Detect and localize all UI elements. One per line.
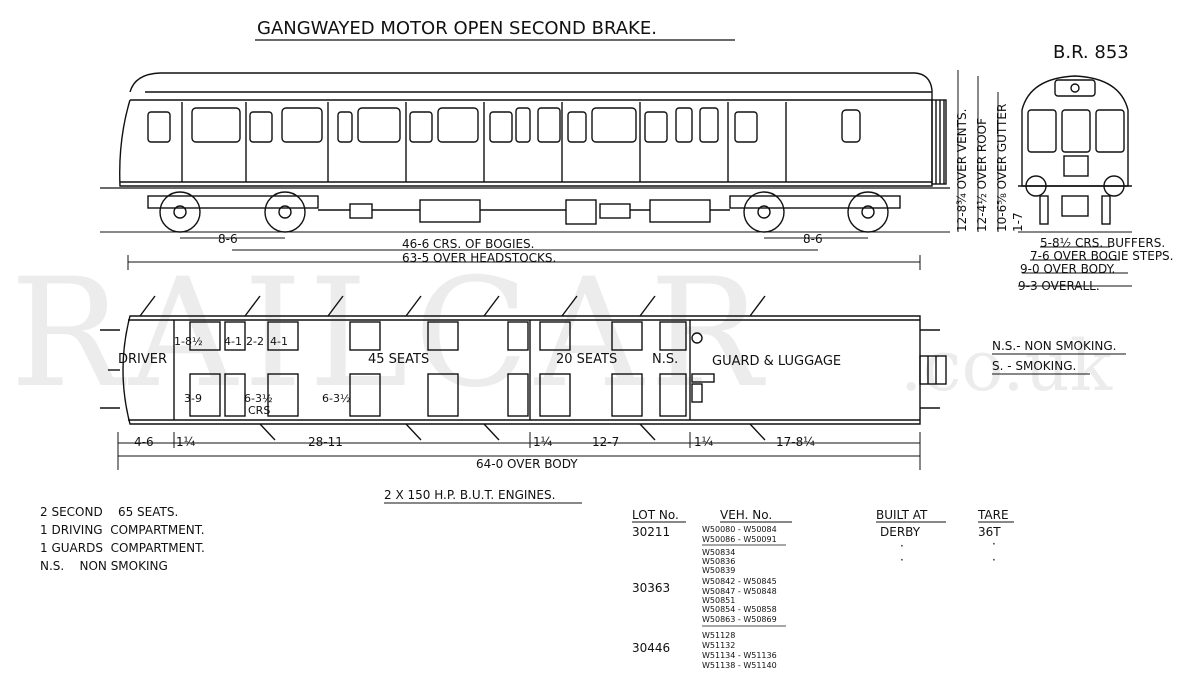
lot-30446: 30446 [632,641,670,655]
plan-20-seats-label: 20 SEATS [556,352,617,367]
legend-non-smoking: N.S.- NON SMOKING. [992,339,1117,353]
veh-range: W50863 - W50869 [702,615,777,624]
watermark-main: RAILCAR [10,247,768,421]
plan-dim-5: 3-9 [184,392,202,405]
overall-width-dimension: 9-3 OVERALL. [1018,279,1100,293]
over-body-width-dimension: 9-0 OVER BODY. [1020,262,1115,276]
plan-ns-label: N.S. [652,352,678,367]
table-header-veh: VEH. No. [720,508,772,522]
drawing-title: GANGWAYED MOTOR OPEN SECOND BRAKE. [257,18,657,39]
veh-range: W50836 [702,557,735,566]
floor-plan [100,295,947,441]
plan-45-seats-label: 45 SEATS [368,352,429,367]
lot-30211: 30211 [632,525,670,539]
veh-range: W50842 - W50845 [702,577,777,586]
bogie-centres-dimension: 46-6 CRS. OF BOGIES. [402,237,535,251]
veh-range: W51138 - W51140 [702,661,777,670]
plan-dimension-lines [117,432,921,470]
table-header-built: BUILT AT [876,508,928,522]
plan-bottom-dim-7: 17-8¼ [776,435,815,449]
plan-bottom-dim-2: 1¼ [176,435,196,449]
summary-line-1: 2 SECOND 65 SEATS. [40,505,178,519]
veh-range: W50834 [702,548,735,557]
built-at-value: DERBY [880,525,921,539]
crs-buffers-dimension: 5-8½ CRS. BUFFERS. [1040,236,1165,250]
plan-dim-7: CRS [248,404,270,417]
tare-value: 36T [978,525,1001,539]
table-header-tare: TARE [977,508,1009,522]
ditto-mark: · [900,539,904,553]
ditto-mark: · [992,553,996,567]
plan-dim-1: 1-8½ [174,335,203,348]
height-over-roof: 12-4½ OVER ROOF [975,118,989,232]
veh-range: W50854 - W50858 [702,605,777,614]
end-elevation [1018,75,1132,233]
plan-dim-4: 4-1 [270,335,288,348]
summary-line-2: 1 DRIVING COMPARTMENT. [40,523,205,537]
veh-range: W50847 - W50848 [702,587,777,596]
plan-bottom-dim-5: 12-7 [592,435,619,449]
over-bogie-steps-dimension: 7-6 OVER BOGIE STEPS. [1030,249,1174,263]
bogie-wheelbase-left: 8-6 [218,232,238,246]
headstocks-dimension: 63-5 OVER HEADSTOCKS. [402,251,556,265]
veh-range: W50086 - W50091 [702,535,777,544]
plan-bottom-dim-6: 1¼ [694,435,714,449]
legend-smoking: S. - SMOKING. [992,359,1076,373]
veh-range: W51128 [702,631,735,640]
side-dimensions [127,237,921,270]
lot-30363: 30363 [632,581,670,595]
end-dimensions [1018,246,1132,287]
plan-bottom-dim-4: 1¼ [533,435,553,449]
height-floor: 1-7 [1011,212,1025,232]
plan-guard-luggage-label: GUARD & LUGGAGE [712,354,841,369]
summary-line-4: N.S. NON SMOKING [40,559,168,573]
bogie-wheelbase-right: 8-6 [803,232,823,246]
ditto-mark: · [900,553,904,567]
plan-dim-2: 4-1 [224,335,242,348]
plan-dim-3: 2-2 [246,335,264,348]
diagram-number: B.R. 853 [1053,42,1129,63]
summary-line-3: 1 GUARDS COMPARTMENT. [40,541,205,555]
veh-range: W51132 [702,641,735,650]
height-over-gutter: 10-6⅝ OVER GUTTER [995,104,1009,232]
plan-over-body-dim: 64-0 OVER BODY [476,457,578,471]
veh-range: W50839 [702,566,735,575]
table-header-lot: LOT No. [632,508,679,522]
veh-range: W50851 [702,596,735,605]
veh-range: W51134 - W51136 [702,651,777,660]
veh-range: W50080 - W50084 [702,525,777,534]
plan-dim-6: 6-3½ [244,392,273,405]
side-elevation [100,72,950,233]
engines-note: 2 X 150 H.P. B.U.T. ENGINES. [384,488,555,502]
plan-bottom-dim-3: 28-11 [308,435,343,449]
plan-dim-8: 6-3½ [322,392,351,405]
plan-bottom-dim-1: 4-6 [134,435,154,449]
ditto-mark: · [992,537,996,551]
height-over-vents: 12-8¾ OVER VENTS. [955,109,969,232]
plan-driver-label: DRIVER [118,352,167,367]
